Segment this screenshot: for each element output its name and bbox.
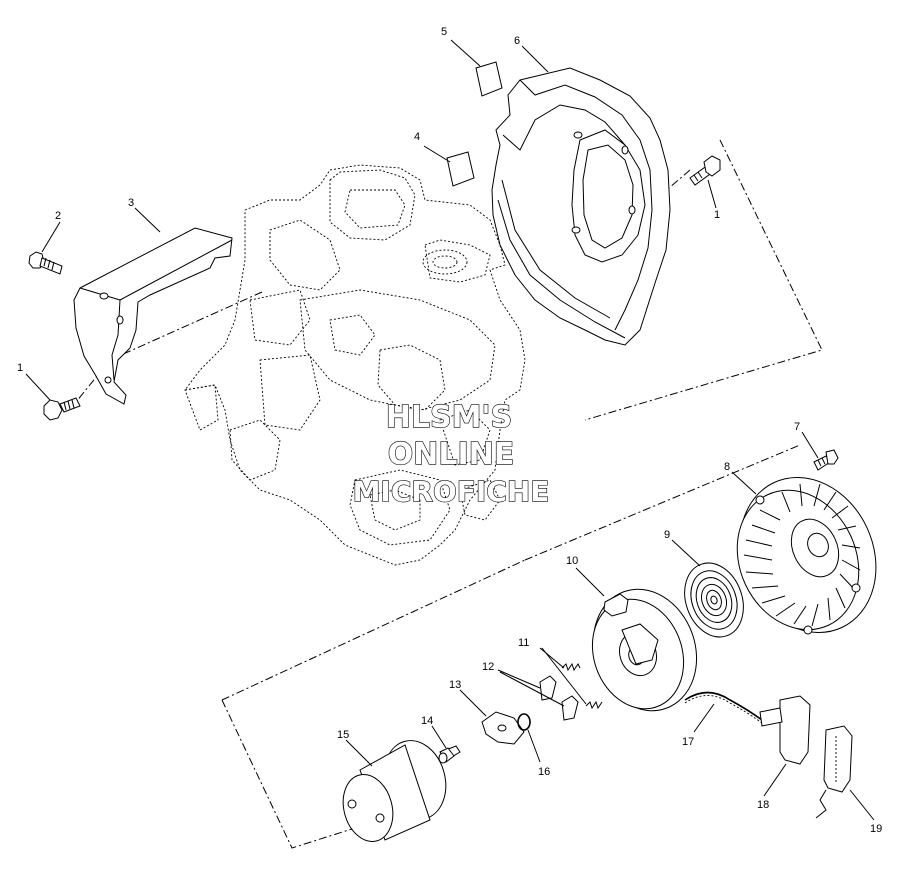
starter-handle [759,695,811,765]
callout-7: 7 [794,421,800,433]
pawls [539,675,579,721]
watermark: HLSM'S ONLINE MICROFICHE [352,399,550,508]
callout-17: 17 [682,736,694,748]
callout-1-left: 1 [17,362,23,374]
snap-ring [517,713,531,731]
callout-1-right: 1 [714,209,720,221]
bolt-right [689,155,721,186]
screw-14 [438,745,461,764]
callout-3: 3 [128,197,134,209]
watermark-line-3: MICROFICHE [353,475,550,508]
bolt-upper-left [28,251,63,275]
callout-13: 13 [449,679,461,691]
callout-8: 8 [724,461,730,473]
callout-12: 12 [482,661,494,673]
callout-19: 19 [870,823,882,835]
callout-9: 9 [664,529,670,541]
callout-15: 15 [337,729,349,741]
leader-lines [25,39,875,821]
heat-shield-bracket [73,227,233,405]
pawl-springs [561,662,603,710]
callout-11: 11 [518,637,529,649]
starter-cup [342,740,447,842]
watermark-line-2: ONLINE [388,437,515,472]
blower-housing [491,67,671,346]
starter-rope [684,691,763,724]
recoil-spring [684,562,744,638]
gasket-4 [446,151,475,187]
callout-10: 10 [566,555,578,567]
bolt-left [43,397,81,421]
retainer-plate [481,711,525,745]
callout-labels: 1 1 2 3 4 5 6 7 8 9 10 11 12 13 14 15 16… [17,26,882,835]
engine-block-phantom [183,164,526,566]
bolt-7 [813,449,839,471]
starter-handle-with-rope [815,725,853,819]
callout-6: 6 [514,35,520,47]
watermark-line-1: HLSM'S [386,400,512,435]
callout-14: 14 [421,715,433,727]
starter-cover [736,476,877,635]
gasket-5 [475,61,503,97]
callout-2: 2 [55,210,61,222]
callout-4: 4 [414,131,420,143]
callout-5: 5 [441,26,447,38]
callout-16: 16 [538,766,550,778]
starter-pulley [591,588,698,712]
callout-18: 18 [757,799,769,811]
